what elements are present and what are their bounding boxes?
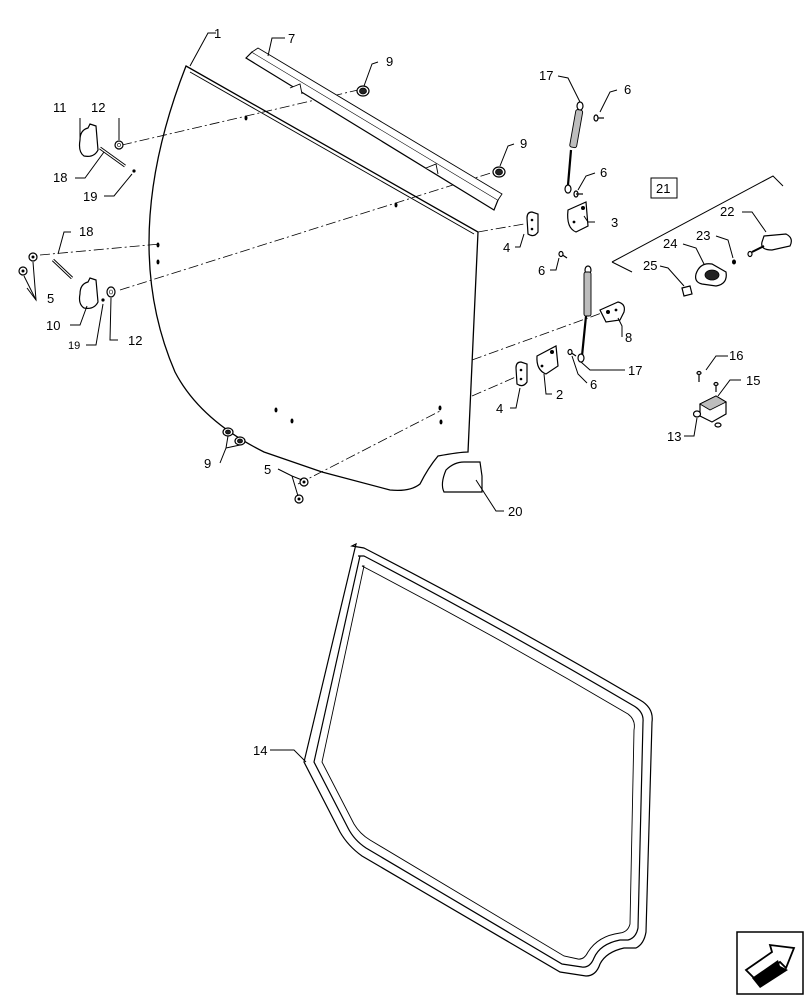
callout-14: 14 xyxy=(253,743,267,758)
callout-9b: 9 xyxy=(520,136,527,151)
rear-window-glass xyxy=(148,65,479,492)
callout-19a: 19 xyxy=(83,189,97,204)
callout-7: 7 xyxy=(288,31,295,46)
kit-box-21 xyxy=(650,177,678,199)
nut-left-pair xyxy=(18,252,38,276)
window-gasket xyxy=(303,542,653,977)
callout-2: 2 xyxy=(556,387,563,402)
callout-3: 3 xyxy=(611,215,618,230)
callout-4a: 4 xyxy=(503,240,510,255)
top-seal-strip xyxy=(245,47,503,211)
strut-bracket-right xyxy=(599,301,625,323)
leader-lines xyxy=(23,32,767,763)
corner-trim-panel xyxy=(441,461,483,493)
callout-1: 1 xyxy=(214,26,221,41)
callout-12b: 12 xyxy=(128,333,142,348)
pin-lower xyxy=(51,258,74,280)
callout-21: 21 xyxy=(656,181,670,196)
callout-17b: 17 xyxy=(628,363,642,378)
clip-pin-lower xyxy=(101,298,105,302)
callout-6b: 6 xyxy=(600,165,607,180)
hinge-plate-upper xyxy=(526,211,539,237)
screw-mid xyxy=(558,250,568,259)
gas-strut-upper xyxy=(564,101,584,194)
callout-9a: 9 xyxy=(386,54,393,69)
screw-strut xyxy=(573,190,583,198)
callout-10: 10 xyxy=(46,318,60,333)
latch-plug xyxy=(681,285,693,297)
callout-8: 8 xyxy=(625,330,632,345)
hinge-clip-lower xyxy=(78,277,99,309)
handle-assembly xyxy=(747,233,792,258)
screw-top xyxy=(593,114,604,122)
callout-11: 11 xyxy=(53,100,67,115)
striker-screw xyxy=(696,370,719,392)
callout-6d: 6 xyxy=(590,377,597,392)
callout-6c: 6 xyxy=(538,263,545,278)
callout-4b: 4 xyxy=(496,401,503,416)
callout-17a: 17 xyxy=(539,68,553,83)
latch-base xyxy=(695,263,727,287)
nut-bottom-pair xyxy=(294,477,309,504)
washer-lower xyxy=(106,286,116,298)
callout-6a: 6 xyxy=(624,82,631,97)
callout-18b: 18 xyxy=(79,224,93,239)
striker-block xyxy=(699,395,727,423)
callout-19b: 19 xyxy=(68,340,80,352)
latch-screw xyxy=(732,259,736,265)
washer-upper xyxy=(114,140,124,150)
callout-13: 13 xyxy=(667,429,681,444)
strut-bracket-upper xyxy=(567,201,589,233)
hinge-clip-upper xyxy=(78,123,99,157)
callout-9c: 9 xyxy=(204,456,211,471)
grommet-top-right xyxy=(492,166,506,178)
strut-bracket-lower xyxy=(536,345,559,375)
callout-16: 16 xyxy=(729,348,743,363)
next-page-arrow-icon[interactable] xyxy=(736,931,804,995)
callout-24: 24 xyxy=(663,236,677,251)
callout-5b: 5 xyxy=(264,462,271,477)
callout-20: 20 xyxy=(508,504,522,519)
callout-25: 25 xyxy=(643,258,657,273)
callout-22: 22 xyxy=(720,204,734,219)
screw-low xyxy=(567,348,577,357)
striker-washer xyxy=(692,410,722,428)
callout-23: 23 xyxy=(696,228,710,243)
pin-upper xyxy=(99,146,126,168)
callout-15: 15 xyxy=(746,373,760,388)
kit-group-line xyxy=(611,175,784,273)
grommet-top-left xyxy=(356,85,370,97)
callout-12a: 12 xyxy=(91,100,105,115)
clip-pin-upper xyxy=(132,169,136,173)
hinge-plate-lower xyxy=(515,361,528,387)
gas-strut-lower xyxy=(577,265,592,363)
callout-18a: 18 xyxy=(53,170,67,185)
callout-5a: 5 xyxy=(47,291,54,306)
callout-labels: 1 7 9 9 11 12 18 19 18 5 10 19 12 17 6 6… xyxy=(46,26,760,758)
